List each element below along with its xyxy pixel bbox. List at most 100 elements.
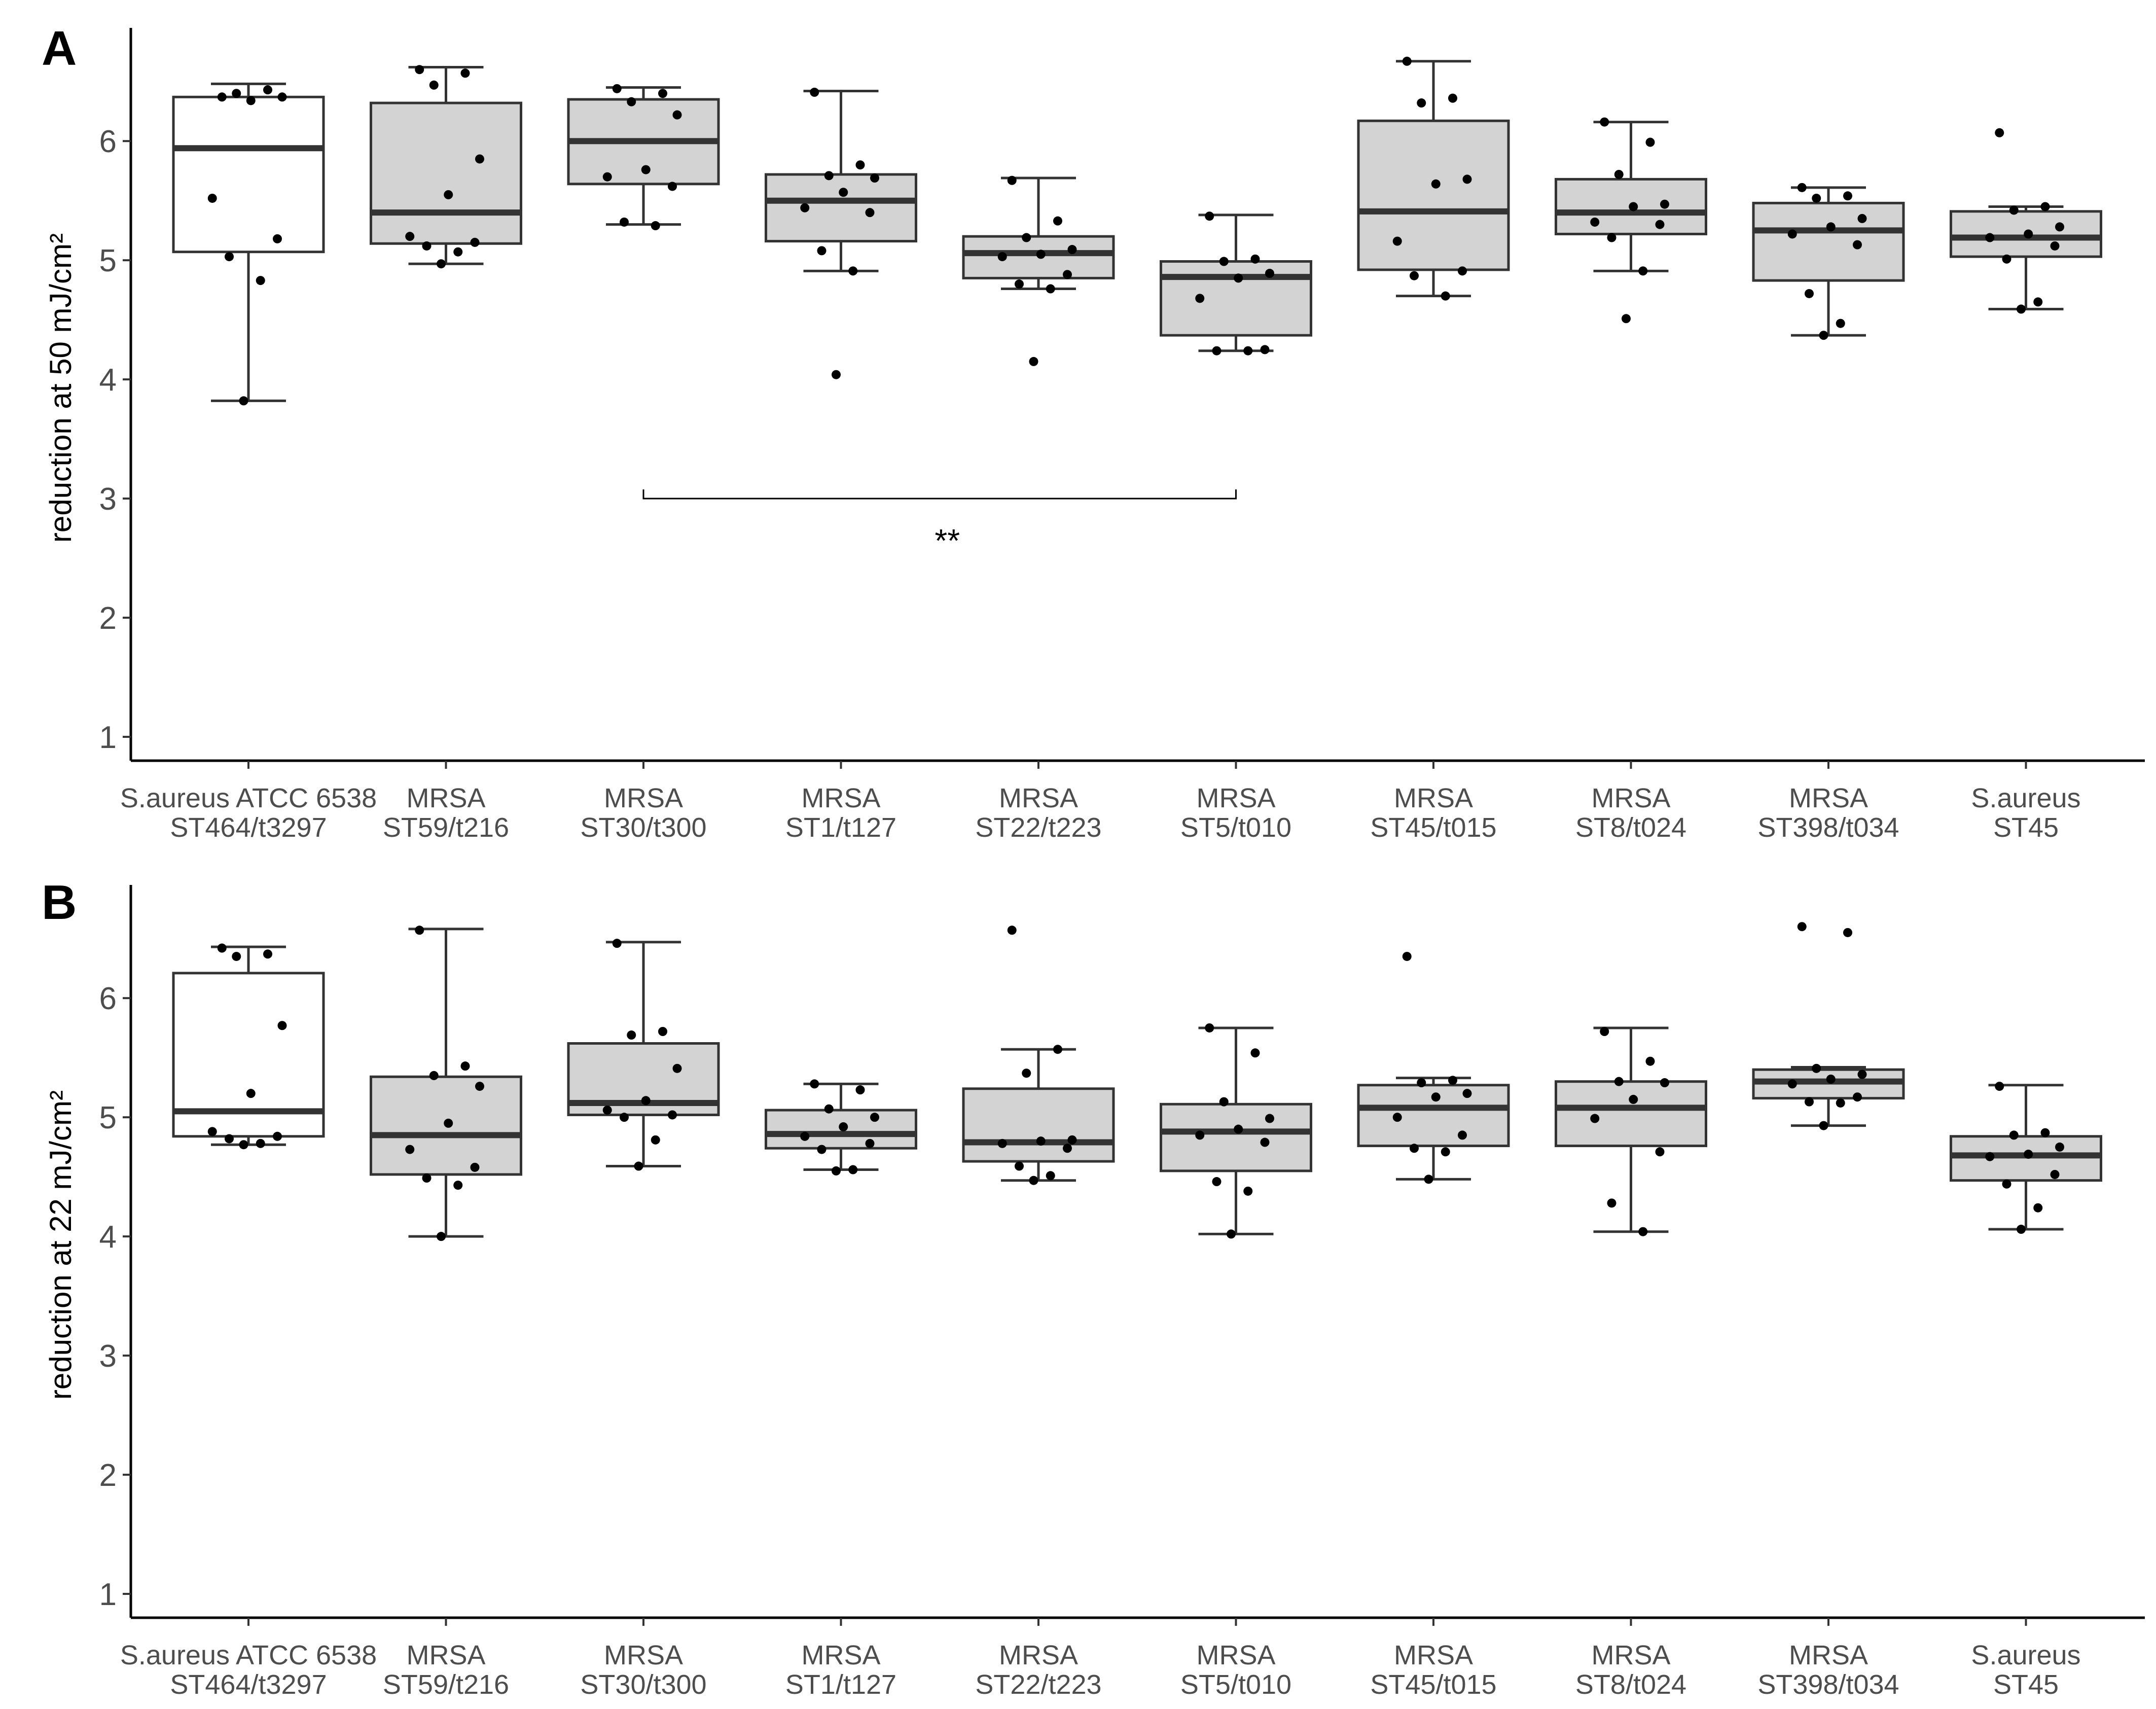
panel-b-box [962, 1087, 1115, 1163]
panel-a-data-point [1638, 266, 1648, 276]
panel-b-y-tick-label: 3 [99, 1339, 117, 1374]
panel-b-data-point [1219, 1097, 1229, 1107]
panel-a-data-point [612, 84, 622, 93]
panel-b-x-tick-label-line1: MRSA [801, 1640, 880, 1670]
panel-a-data-point [1607, 233, 1616, 242]
panel-a-significance-bracket [642, 489, 1237, 500]
panel-b-x-tick-label-line1: MRSA [1394, 1640, 1473, 1670]
panel-a-y-tick-label: 4 [99, 363, 117, 398]
panel-a-data-point [1265, 269, 1274, 278]
panel-b-x-tick-label-line1: MRSA [406, 1640, 485, 1670]
panel-b-data-point [1063, 1144, 1072, 1153]
panel-b-data-point [832, 1166, 841, 1176]
panel-b-data-point [1015, 1161, 1024, 1171]
panel-b-data-point [444, 1118, 453, 1128]
panel-a-data-point [800, 203, 810, 212]
panel-a-data-point [405, 232, 415, 241]
panel-a-box [1752, 201, 1905, 282]
panel-a-x-tick-label-line1: S.aureus [1971, 783, 2080, 813]
panel-b-data-point [1431, 1092, 1441, 1102]
panel-a-y-tick-label: 6 [99, 124, 117, 159]
panel-b-data-point [2055, 1142, 2064, 1152]
panel-b-x-tick-label-line1: MRSA [1196, 1640, 1275, 1670]
panel-a-data-point [810, 87, 819, 97]
panel-b-data-point [1600, 1027, 1609, 1036]
panel-a-data-point [668, 182, 677, 191]
panel-b-data-point [273, 1131, 282, 1141]
panel-b-data-point [865, 1138, 875, 1148]
panel-a-x-tick-label-line1: MRSA [604, 783, 683, 813]
panel-b-data-point [232, 951, 241, 961]
panel-a-box [172, 95, 325, 254]
panel-b-data-point [1857, 1070, 1867, 1079]
panel-a-data-point [865, 208, 875, 218]
panel-a-data-point [1219, 257, 1229, 266]
panel-a-x-tick-label-line1: S.aureus ATCC 6538 [120, 783, 377, 813]
panel-b-y-tick-label: 1 [99, 1577, 117, 1612]
panel-a-data-point [672, 110, 682, 120]
panel-a-data-point [429, 80, 439, 90]
panel-b-data-point [1205, 1023, 1214, 1032]
panel-a-data-point [1645, 137, 1655, 147]
panel-a-data-point [855, 160, 865, 170]
panel-b-data-point [824, 1104, 834, 1114]
panel-b-data-point [422, 1173, 432, 1183]
panel-b-x-tick-label-line2: ST5/t010 [1180, 1669, 1291, 1700]
panel-a-x-tick-label-line1: MRSA [1196, 783, 1275, 813]
panel-a-data-point [422, 241, 432, 251]
panel-a-data-point [2050, 241, 2060, 251]
panel-b-data-point [1036, 1136, 1046, 1146]
panel-b-data-point [620, 1113, 629, 1122]
panel-b-data-point [453, 1181, 463, 1190]
panel-a-box [765, 173, 917, 243]
panel-a-data-point [1448, 93, 1457, 103]
panel-a-data-point [1053, 216, 1062, 226]
panel-a-data-point [1600, 117, 1609, 127]
panel-a-x-tick-label-line2: ST30/t300 [580, 812, 706, 843]
panel-a-data-point [1805, 289, 1814, 298]
panel-a-data-point [627, 97, 636, 106]
panel-a-data-point [1985, 233, 1995, 242]
panel-b-x-tick-label-line1: S.aureus ATCC 6538 [120, 1640, 377, 1670]
panel-a-data-point [239, 396, 248, 406]
panel-a-data-point [460, 68, 470, 78]
panel-b-data-point [1424, 1174, 1433, 1184]
panel-a-data-point [2055, 222, 2064, 232]
panel-a-x-tick-label-line2: ST5/t010 [1180, 812, 1291, 843]
panel-b-data-point [817, 1145, 827, 1154]
panel-a-data-point [1614, 170, 1624, 179]
panel-a-data-point [658, 89, 667, 98]
panel-b-data-point [1462, 1089, 1472, 1098]
panel-b-data-point [1458, 1130, 1467, 1140]
panel-a-data-point [1431, 179, 1441, 189]
panel-a-y-tick-label: 2 [99, 601, 117, 636]
panel-a-y-tick-label: 5 [99, 243, 117, 278]
panel-b-x-tick-label-line2: ST464/t3297 [170, 1669, 327, 1700]
panel-a-data-point [444, 190, 453, 199]
panel-a-data-point [651, 221, 660, 231]
panel-a-x-tick-label-line2: ST398/t034 [1757, 812, 1899, 843]
panel-a-data-point [1622, 314, 1631, 324]
panel-a-data-point [1629, 202, 1638, 211]
panel-b-data-point [1195, 1130, 1205, 1140]
panel-a-data-point [1046, 284, 1055, 294]
panel-b-data-point [437, 1232, 446, 1241]
panel-a-x-tick-label-line2: ST22/t223 [975, 812, 1101, 843]
panel-b-data-point [405, 1145, 415, 1154]
panel-a-data-point [1843, 191, 1852, 201]
panel-b-box [1555, 1080, 1707, 1148]
panel-a-data-point [232, 89, 241, 98]
panel-a-data-point [246, 96, 256, 105]
panel-a-data-point [277, 92, 287, 102]
panel-b-data-point [1448, 1076, 1457, 1085]
